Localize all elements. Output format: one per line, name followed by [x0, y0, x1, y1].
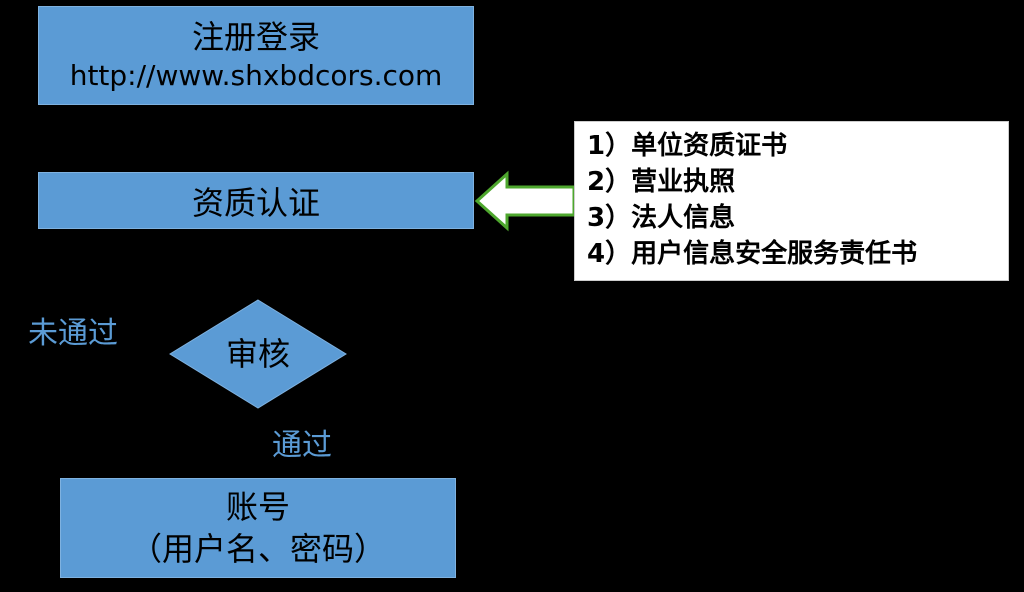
review-label: 审核: [225, 335, 290, 373]
fail-label: 未通过: [28, 316, 118, 351]
left-arrow-shape: [474, 170, 576, 232]
pass-label: 通过: [272, 428, 332, 463]
qualification-box: 资质认证: [38, 172, 474, 229]
review-diamond: [169, 299, 347, 409]
register-login-title: 注册登录: [191, 17, 320, 56]
account-subtitle: （用户名、密码）: [129, 530, 386, 568]
requirement-item: 1）单位资质证书: [587, 131, 788, 161]
requirements-box: 1）单位资质证书 2）营业执照 3）法人信息 4）用户信息安全服务责任书: [574, 121, 1009, 281]
account-title: 账号: [225, 488, 290, 526]
requirement-item: 4）用户信息安全服务责任书: [587, 239, 918, 269]
requirement-item: 2）营业执照: [587, 167, 736, 197]
requirement-item: 3）法人信息: [587, 203, 736, 233]
qualification-label: 资质认证: [191, 183, 320, 222]
account-box: 账号 （用户名、密码）: [60, 478, 456, 578]
register-login-box: 注册登录 http://www.shxbdcors.com: [38, 6, 474, 105]
register-url: http://www.shxbdcors.com: [69, 58, 443, 92]
